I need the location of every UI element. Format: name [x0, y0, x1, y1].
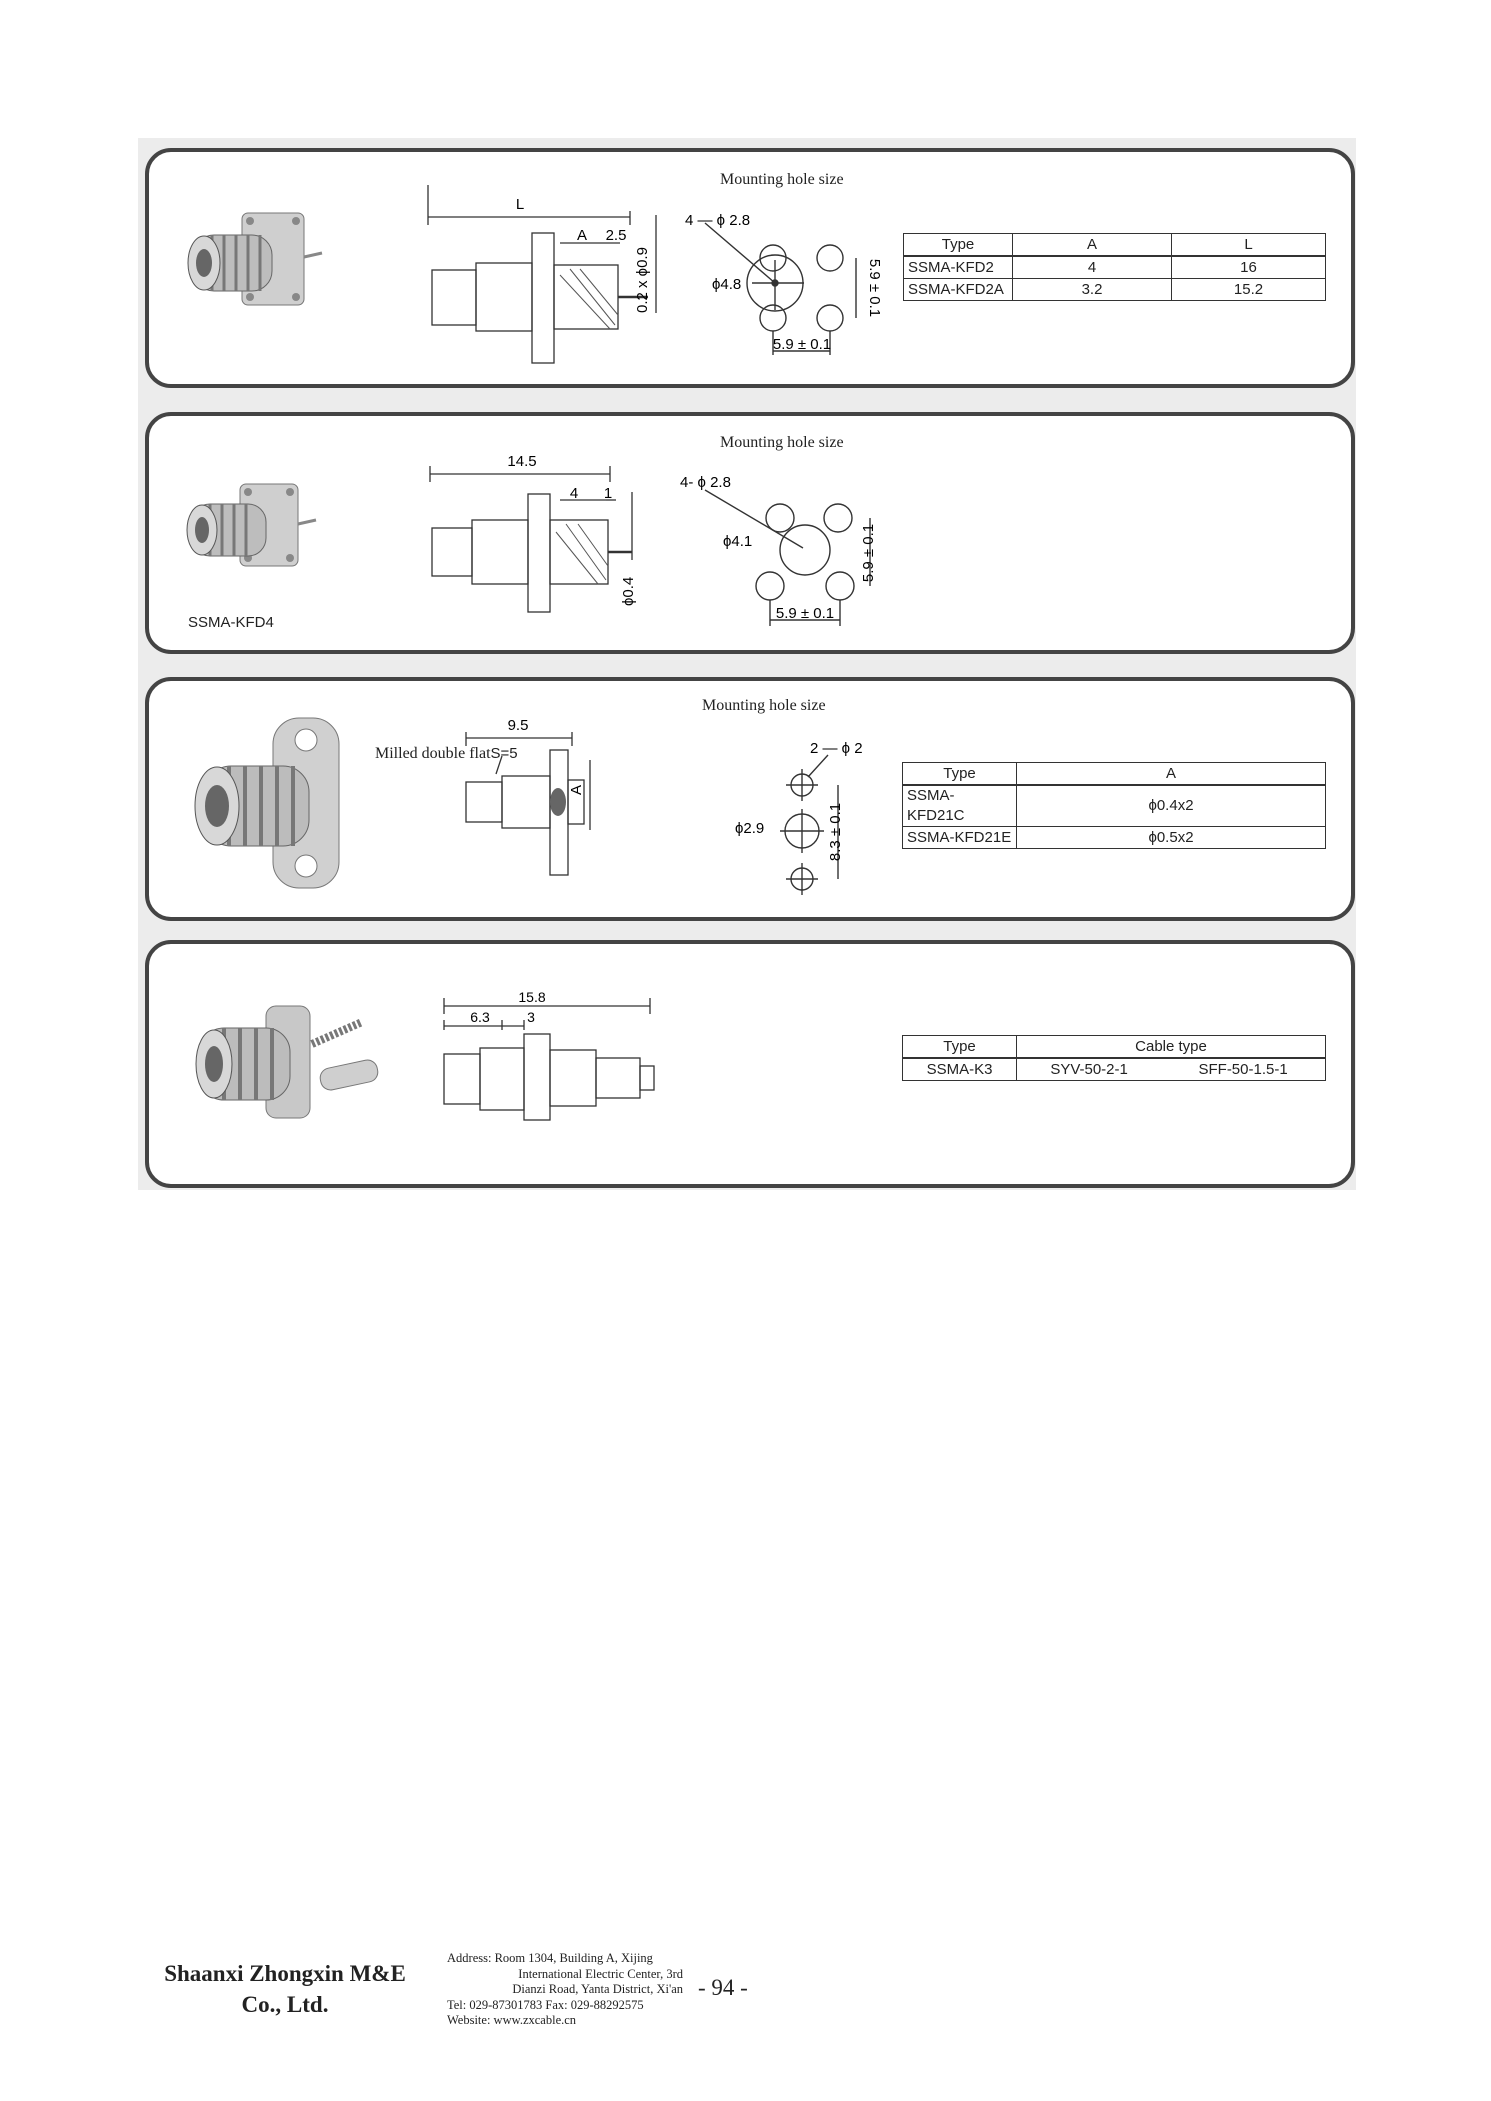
- dim-3: 3: [527, 1009, 535, 1025]
- dim-pitch: 5.9 ± 0.1: [776, 605, 834, 622]
- company-name-line2: Co., Ltd.: [241, 1992, 329, 2017]
- mounting-hole-diagram-kfd21: 2 — ϕ 2 ϕ2.9 8.3 ± 0.1: [735, 740, 863, 895]
- table-row: SSMA-KFD21C ϕ0.4x2: [902, 784, 1326, 827]
- milled-double-flat-label: Milled double flatS=5: [375, 745, 518, 763]
- dim-hole-diameter: ϕ2.9: [735, 820, 764, 837]
- dim-pitch-vertical: 8.3 ± 0.1: [827, 803, 844, 861]
- connector-photo-kfd2: [187, 212, 323, 306]
- footer-company: Shaanxi Zhongxin M&E Co., Ltd.: [140, 1958, 430, 2020]
- table-row: SSMA-KFD2 4 16: [903, 255, 1326, 279]
- table-cell: SYV-50-2-1: [1016, 1057, 1162, 1081]
- table-cell: SFF-50-1.5-1: [1161, 1057, 1327, 1081]
- company-name-line1: Shaanxi Zhongxin M&E: [164, 1961, 406, 1986]
- mounting-hole-diagram-kfd2: 4 — ϕ 2.8 ϕ4.8 5.9 ± 0.1 5.9 ± 0.1: [685, 212, 883, 355]
- dim-pitch: 5.9 ± 0.1: [773, 336, 831, 353]
- table-cell: 3.2: [1012, 278, 1172, 301]
- table-cell: SSMA-KFD21E: [902, 826, 1017, 849]
- milled-double-flat-text: Milled double flat: [375, 745, 491, 762]
- address-line1: Address: Room 1304, Building A, Xijing: [447, 1951, 653, 1965]
- address-line2: International Electric Center, 3rd: [518, 1966, 683, 1981]
- dim-pitch-vertical: 5.9 ± 0.1: [866, 259, 883, 317]
- table-cell: 16: [1171, 255, 1326, 279]
- table-cell: ϕ0.4x2: [1016, 784, 1326, 827]
- spec-table-kfd2: Type A L SSMA-KFD2 4 16 SSMA-KFD2A 3.2 1…: [903, 233, 1326, 301]
- dimension-drawing-kfd21: 9.5 A: [465, 717, 591, 876]
- dim-1: 1: [604, 485, 612, 502]
- table-header: A: [1012, 233, 1172, 257]
- table-cell: SSMA-KFD2A: [903, 278, 1013, 301]
- dim-length: 9.5: [508, 717, 529, 734]
- address-line3: Dianzi Road, Yanta District, Xi'an: [512, 1982, 683, 1996]
- table-row: SSMA-KFD2A 3.2 15.2: [903, 278, 1326, 301]
- dim-pin: 0.2 x ϕ0.9: [634, 247, 651, 313]
- dimension-drawing-kfd2: L A 2.5 0.2 x ϕ0.9: [427, 185, 657, 364]
- table-cell: 15.2: [1171, 278, 1326, 301]
- dim-L: L: [516, 196, 524, 213]
- table-header: Type: [902, 1035, 1017, 1059]
- website-line: Website: www.zxcable.cn: [447, 2013, 577, 2027]
- table-header: Cable type: [1016, 1035, 1326, 1059]
- dimension-drawing-k3: 15.8 6.3 3: [443, 989, 655, 1121]
- mounting-hole-diagram-kfd4: 4- ϕ 2.8 ϕ4.1 5.9 ± 0.1 5.9 ± 0.1: [680, 474, 877, 626]
- mounting-hole-caption-2: Mounting hole size: [720, 434, 844, 451]
- mounting-hole-caption-3: Mounting hole size: [702, 697, 826, 714]
- table-cell: SSMA-K3: [902, 1057, 1017, 1081]
- table-header: A: [1016, 762, 1326, 786]
- dim-A: A: [577, 227, 587, 244]
- mounting-hole-caption-1: Mounting hole size: [720, 171, 844, 188]
- connector-photo-kfd21: [194, 717, 340, 889]
- dim-total: 15.8: [518, 989, 545, 1005]
- dimension-drawing-kfd4: 14.5 4 1 ϕ0.4: [429, 453, 637, 613]
- contact-line: Tel: 029-87301783 Fax: 029-88292575: [447, 1997, 644, 2012]
- table-cell: ϕ0.5x2: [1016, 826, 1326, 849]
- dim-holes: 4- ϕ 2.8: [680, 474, 731, 491]
- dim-center: ϕ4.1: [723, 533, 752, 550]
- table-header: L: [1171, 233, 1326, 257]
- dim-pitch-vertical: 5.9 ± 0.1: [860, 524, 877, 582]
- table-cell: SSMA-KFD21C: [902, 784, 1017, 827]
- dim-2-5: 2.5: [606, 227, 627, 244]
- connector-photo-kfd4: [186, 483, 317, 567]
- product-panel-ssma-kfd4: [145, 412, 1355, 654]
- table-header: Type: [902, 762, 1017, 786]
- table-cell: SSMA-KFD2: [903, 255, 1013, 279]
- dim-center: ϕ4.8: [712, 276, 741, 293]
- product-label-kfd4: SSMA-KFD4: [188, 614, 274, 631]
- page-number: - 94 -: [698, 1975, 748, 2000]
- dim-holes: 4 — ϕ 2.8: [685, 212, 750, 229]
- table-row: SSMA-K3 SYV-50-2-1 SFF-50-1.5-1: [902, 1057, 1327, 1081]
- spec-table-k3: Type Cable type SSMA-K3 SYV-50-2-1 SFF-5…: [902, 1035, 1327, 1081]
- flat-size-value: S=5: [490, 745, 518, 762]
- connector-photo-k3: [195, 1005, 379, 1119]
- dim-A: A: [568, 785, 585, 795]
- dim-holes: 2 — ϕ 2: [810, 740, 863, 757]
- dim-length: 14.5: [507, 453, 536, 470]
- table-cell: 4: [1012, 255, 1172, 279]
- table-row: SSMA-KFD21E ϕ0.5x2: [902, 826, 1326, 849]
- table-header: Type: [903, 233, 1013, 257]
- dim-pin-diameter: ϕ0.4: [620, 577, 637, 606]
- dim-4: 4: [570, 485, 578, 502]
- dim-6-3: 6.3: [470, 1009, 490, 1025]
- footer-address: Address: Room 1304, Building A, Xijing I…: [447, 1951, 683, 2029]
- spec-table-kfd21: Type A SSMA-KFD21C ϕ0.4x2 SSMA-KFD21E ϕ0…: [902, 762, 1326, 849]
